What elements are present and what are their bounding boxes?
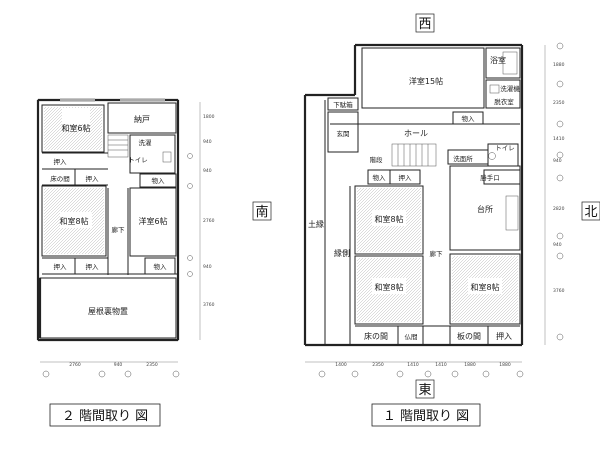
room-washitsu6-label: 和室6帖 (61, 123, 90, 133)
dim-f1-b-5: 1880 (499, 362, 511, 368)
room-washitsu8c-label: 和室8帖 (470, 282, 499, 292)
floor1-plan: 洋室15帖 浴室 洗濯機 脱衣室 下駄箱 玄関 ホール 物入 階段 洗面所 トイ… (303, 42, 565, 378)
room-senmenjo-label: 洗面所 (453, 154, 473, 163)
room-toilet-label: トイレ (128, 156, 148, 164)
room-datsuishitsu-label: 脱衣室 (494, 97, 514, 106)
room-doen-label: 土縁 (308, 219, 324, 229)
room-oshiire-a-label: 押入 (54, 157, 68, 166)
dim-f1-b-3: 1410 (435, 362, 447, 368)
room-hall-label: ホール (404, 129, 428, 138)
room-oshiire-c-label: 押入 (54, 262, 68, 271)
room-katteguchi-label: 勝手口 (480, 173, 500, 182)
room-oshiire-b-label: 押入 (86, 174, 100, 183)
dim-f1-r-5: 940 (553, 242, 562, 248)
room-nando-label: 納戸 (134, 114, 150, 124)
room-oshiire-d-label: 押入 (86, 262, 100, 271)
room-toilet-label: トイレ (495, 144, 515, 152)
compass-south: 南 (255, 204, 268, 220)
room-kaidan-label: 階段 (370, 155, 384, 164)
dim-f1-r-1: 2350 (553, 100, 565, 106)
dim-f1-b-2: 1410 (407, 362, 419, 368)
dim-f1-b-4: 1880 (464, 362, 476, 368)
room-oshiire-a-label: 押入 (399, 173, 413, 182)
room-butsuma-label: 仏間 (405, 333, 418, 341)
dim-f1-r-0: 1880 (553, 62, 565, 68)
room-rouka-label: 廊下 (112, 225, 126, 234)
room-genkan-label: 玄関 (337, 129, 350, 138)
compass-north: 北 (584, 205, 597, 220)
room-daidokoro-label: 台所 (477, 204, 493, 214)
caption-floor1: １ 階間取り 図 (383, 409, 469, 424)
dim-f1-b-1: 2350 (372, 362, 384, 368)
room-yokushitsu-label: 浴室 (490, 55, 506, 65)
dim-f2-r-3: 2760 (203, 218, 215, 224)
dim-f2-r-1: 940 (203, 139, 212, 145)
room-monoire-b-label: 物入 (373, 173, 387, 182)
room-sentaku-label: 洗濯 (139, 138, 153, 147)
dim-f2-r-5: 3760 (203, 302, 215, 308)
room-youshitsu15-label: 洋室15帖 (409, 76, 443, 86)
dim-f1-r-2: 1410 (553, 136, 565, 142)
room-washitsu8b-label: 和室8帖 (374, 282, 403, 292)
dim-f1-r-4: 2820 (553, 206, 565, 212)
room-yane-label: 屋根裏物置 (88, 306, 128, 316)
dim-f2-b-0: 2760 (69, 362, 81, 368)
dim-f2-b-2: 2350 (146, 362, 158, 368)
room-oshiire-b-label: 押入 (496, 331, 512, 341)
room-itanoma-label: 板の間 (457, 331, 481, 341)
room-monoire-a-label: 物入 (462, 114, 476, 123)
room-tokonoma-label: 床の間 (50, 174, 70, 183)
room-washitsu8-label: 和室8帖 (59, 216, 88, 226)
room-monoire-b-label: 物入 (154, 262, 168, 271)
compass-east: 東 (418, 382, 431, 398)
room-engawa-label: 縁側 (334, 248, 350, 258)
room-gedabako-label: 下駄箱 (333, 100, 353, 109)
caption-floor2: ２ 階間取り 図 (62, 409, 148, 424)
dim-f1-r-6: 3760 (553, 288, 565, 294)
floor2-plan: 和室6帖 納戸 洗濯 トイレ 押入 床の間 押入 物入 和室8帖 廊下 洋室6帖… (36, 98, 215, 378)
dim-f1-r-3: 940 (553, 158, 562, 164)
room-sentakuki-label: 洗濯機 (500, 84, 520, 93)
room-youshitsu6-label: 洋室6帖 (138, 216, 167, 226)
dim-f1-b-0: 1400 (335, 362, 347, 368)
compass-west: 西 (418, 17, 431, 32)
room-tokonoma-label: 床の間 (364, 331, 388, 341)
dim-f2-r-0: 1800 (203, 114, 215, 120)
room-washitsu8a-label: 和室8帖 (374, 214, 403, 224)
dim-f2-b-1: 940 (114, 362, 123, 368)
room-rouka-label: 廊下 (430, 249, 444, 258)
dim-f2-r-2: 940 (203, 168, 212, 174)
dim-f2-r-4: 940 (203, 264, 212, 270)
room-monoire-a-label: 物入 (152, 176, 166, 185)
